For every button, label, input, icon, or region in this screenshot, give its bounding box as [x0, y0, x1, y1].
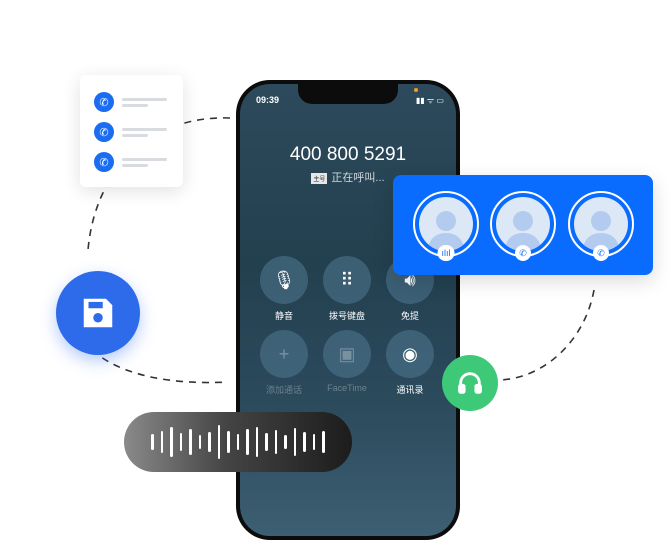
phone-mockup: 09:39 ▮▮ ᯤ ▭ 400 800 5291 主号正在呼叫... 🎙︎ 静音… [236, 80, 460, 540]
waveform-bar [293, 428, 297, 456]
video-icon: ▣ [323, 330, 371, 378]
mic-off-icon: 🎙︎ [260, 256, 308, 304]
call-status-text: 正在呼叫... [331, 172, 385, 184]
call-button-0[interactable]: 🎙︎ 静音 [260, 256, 308, 322]
waveform-bar [198, 435, 202, 449]
waveform-bar [284, 435, 287, 449]
phone-icon: ✆ [94, 122, 114, 142]
line-badge: 主号 [311, 172, 328, 184]
waveform-bar [322, 431, 325, 453]
contact-row: ✆ [94, 92, 167, 112]
call-status: 主号正在呼叫... [240, 169, 456, 185]
plus-icon: + [260, 330, 308, 378]
call-button-4[interactable]: ▣ FaceTime [323, 330, 371, 393]
phone-icon: ✆ [94, 152, 114, 172]
contact-row: ✆ [94, 152, 167, 172]
contacts-icon: ◉ [386, 330, 434, 378]
waveform-bar [255, 427, 259, 457]
waveform-bar [312, 434, 316, 450]
speaking-icon: ılıl [437, 245, 455, 261]
participant-avatar: ✆ [568, 191, 634, 261]
call-button-label: 通讯录 [396, 385, 424, 395]
waveform-bar [179, 433, 183, 451]
waveform-bar [208, 432, 211, 452]
waveform-bar [265, 433, 268, 451]
waveform-bar [217, 425, 221, 459]
status-icons: ▮▮ ᯤ ▭ [415, 96, 444, 105]
call-button-label: 添加通话 [265, 385, 302, 395]
call-button-label: 拨号键盘 [328, 311, 365, 321]
keypad-icon: ⠿ [323, 256, 371, 304]
waveform-bar [170, 427, 173, 457]
conference-panel: ılıl ✆ ✆ [393, 175, 653, 275]
save-icon [56, 271, 140, 355]
status-time: 09:39 [256, 95, 280, 105]
waveform-bar [274, 430, 278, 454]
notch [298, 84, 398, 104]
phone-icon: ✆ [515, 245, 531, 261]
call-button-1[interactable]: ⠿ 拨号键盘 [323, 256, 371, 322]
phone-icon: ✆ [593, 245, 609, 261]
mic-indicator [414, 88, 418, 92]
waveform-bar [160, 431, 164, 453]
call-number: 400 800 5291 [289, 144, 407, 165]
call-button-3[interactable]: + 添加通话 [260, 330, 308, 396]
call-button-label: 静音 [274, 311, 293, 321]
waveform-bar [189, 429, 192, 455]
audio-waveform [124, 412, 352, 472]
contact-row: ✆ [94, 122, 167, 142]
waveform-bar [151, 434, 154, 450]
phone-icon: ✆ [94, 92, 114, 112]
call-button-label: FaceTime [327, 383, 367, 393]
headset-icon [442, 355, 498, 411]
call-button-5[interactable]: ◉ 通讯录 [386, 330, 434, 396]
contact-list-card: ✆ ✆ ✆ [80, 75, 183, 187]
waveform-bar [227, 431, 230, 453]
call-screen: 09:39 ▮▮ ᯤ ▭ 400 800 5291 主号正在呼叫... 🎙︎ 静音… [240, 84, 456, 536]
participant-avatar: ✆ [490, 191, 556, 261]
participant-avatar: ılıl [413, 191, 479, 261]
waveform-bar [246, 429, 249, 455]
waveform-bar [303, 432, 306, 452]
call-button-label: 免提 [400, 311, 419, 321]
waveform-bar [236, 434, 240, 450]
